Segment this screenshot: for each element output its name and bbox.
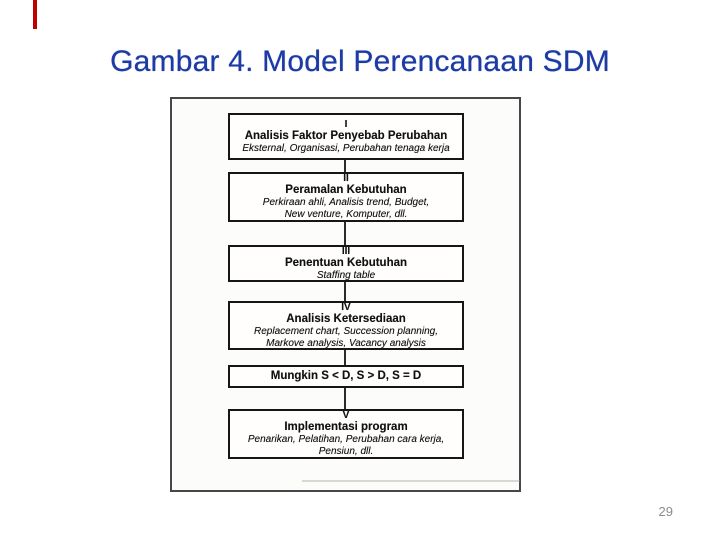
flow-box-mungkin-kondisi: Mungkin S < D, S > D, S = D	[228, 365, 464, 388]
box-title: Mungkin S < D, S > D, S = D	[270, 370, 422, 382]
flow-box-analisis-ketersediaan: IV Analisis Ketersediaan Replacement cha…	[228, 301, 464, 350]
box-subtitle: Markove analysis, Vacancy analysis	[266, 337, 426, 349]
box-subtitle: Penarikan, Pelatihan, Perubahan cara ker…	[247, 434, 445, 445]
flow-box-implementasi-program: V Implementasi program Penarikan, Pelati…	[228, 409, 464, 459]
box-subtitle: Perkiraan ahli, Analisis trend, Budget,	[262, 197, 430, 208]
scan-artifact	[302, 480, 520, 482]
flow-box-analisis-faktor: I Analisis Faktor Penyebab Perubahan Eks…	[228, 113, 464, 160]
box-subtitle: Staffing table	[316, 269, 376, 281]
box-numeral: V	[342, 410, 350, 421]
red-accent-mark	[33, 0, 37, 29]
flow-box-penentuan-kebutuhan: III Penentuan Kebutuhan Staffing table	[228, 245, 464, 282]
box-numeral: III	[341, 245, 351, 257]
flow-connector-line	[344, 157, 346, 412]
flow-box-peramalan-kebutuhan: II Peramalan Kebutuhan Perkiraan ahli, A…	[228, 172, 464, 222]
box-title: Implementasi program	[284, 421, 408, 433]
box-title: Peramalan Kebutuhan	[285, 184, 407, 196]
box-subtitle: Replacement chart, Succession planning,	[254, 325, 438, 337]
box-numeral: I	[344, 118, 348, 130]
box-subtitle: Eksternal, Organisasi, Perubahan tenaga …	[242, 142, 450, 154]
page-number: 29	[658, 504, 673, 519]
box-numeral: II	[343, 173, 349, 184]
box-title: Analisis Ketersediaan	[286, 312, 406, 325]
box-subtitle: Pensiun, dll.	[318, 446, 374, 457]
box-subtitle: New venture, Komputer, dll.	[284, 209, 408, 220]
flowchart-panel: I Analisis Faktor Penyebab Perubahan Eks…	[170, 97, 521, 492]
slide-title: Gambar 4. Model Perencanaan SDM	[110, 45, 610, 78]
box-title: Penentuan Kebutuhan	[284, 256, 408, 269]
box-title: Analisis Faktor Penyebab Perubahan	[244, 129, 448, 142]
box-numeral: IV	[341, 301, 351, 313]
